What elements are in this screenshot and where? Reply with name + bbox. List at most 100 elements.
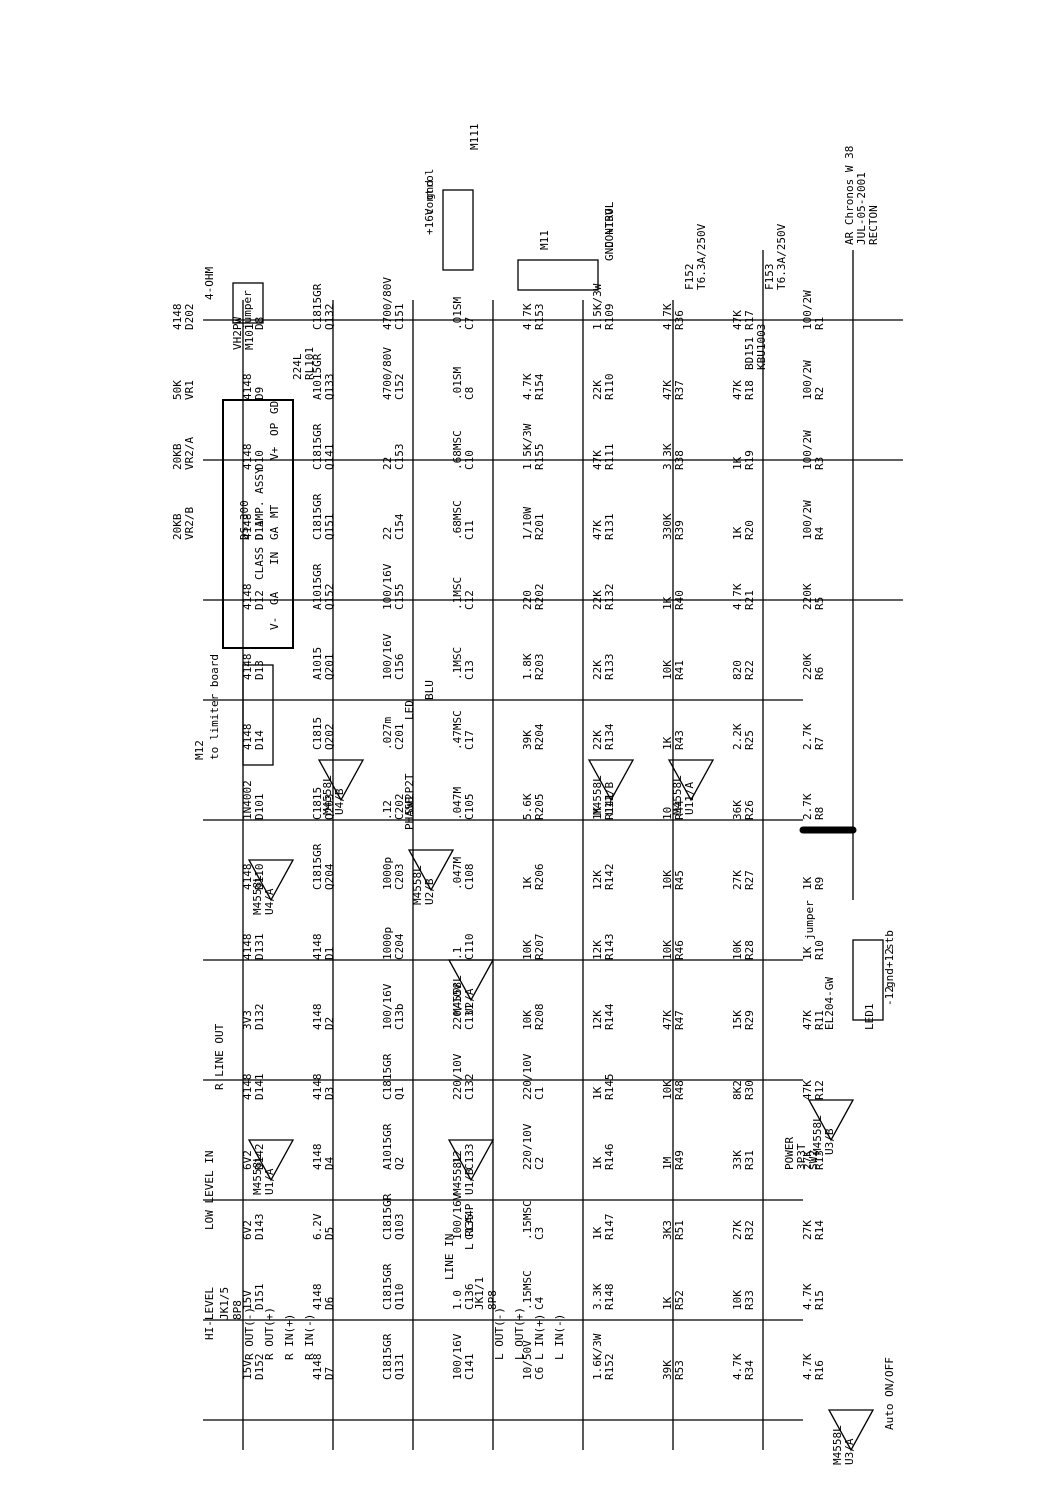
resistor-ref-label: R22: [743, 660, 756, 680]
capacitor-ref-label: C1: [533, 1087, 546, 1100]
power-swid-label: SW2: [807, 1150, 820, 1170]
transistor-ref-label: Q204: [323, 863, 336, 890]
diode-value-label: 4148: [241, 374, 254, 401]
capacitor-ref-label: C133: [463, 1144, 476, 1171]
amp-pin-gd: GD: [268, 401, 281, 414]
resistor-ref-label: R49: [673, 1150, 686, 1170]
jk-line-label: JK1/1: [473, 1277, 486, 1310]
wiring: [203, 250, 903, 1450]
auto-on-off-label: Auto ON/OFF: [883, 1357, 896, 1430]
resistor-ref-label: R10: [813, 940, 826, 960]
title-model: AR Chronos W 38: [843, 146, 856, 245]
resistor-ref-label: R14: [813, 1220, 826, 1240]
diode-ref-label: D151: [253, 1284, 266, 1311]
l-in-plus: L IN(+): [533, 1314, 546, 1360]
opamp-type-label: M4558L: [811, 1115, 824, 1155]
capacitor-ref-label: C4: [533, 1296, 546, 1310]
capacitor-value-label: 10/50V: [521, 1340, 534, 1380]
resistor-ref-label: R207: [533, 934, 546, 961]
resistor-ref-label: R34: [743, 1360, 756, 1380]
capacitor-value-label: 4700/80V: [381, 277, 394, 330]
diode-value-label: 15V: [241, 1290, 254, 1310]
component-labels: R1100/2WR2100/2WR3100/2WR4100/2WR5220KR6…: [171, 277, 826, 1380]
resistor-ref-label: R134: [603, 723, 616, 750]
transistor-value-label: A1015GR: [311, 563, 324, 610]
capacitor-ref-label: C136: [463, 1284, 476, 1311]
resistor-ref-label: R144: [603, 1003, 616, 1030]
resistor-ref-label: R27: [743, 870, 756, 890]
fuse1-label: F152: [683, 264, 696, 291]
opamp-type-label: M4558L: [251, 875, 264, 915]
resistor-value-label: 22K: [591, 380, 604, 400]
capacitor-value-label: 1000p: [381, 857, 394, 890]
resistor-ref-label: R33: [743, 1290, 756, 1310]
resistor-ref-label: R145: [603, 1074, 616, 1101]
resistor-ref-label: R2: [813, 387, 826, 400]
resistor-ref-label: R44: [673, 800, 686, 820]
diode-ref-label: D4: [323, 1156, 336, 1170]
m12-label: M12: [193, 740, 206, 760]
diode-value-label: 4148: [311, 1074, 324, 1101]
diode-value-label: 6V2: [241, 1150, 254, 1170]
resistor-ref-label: R36: [673, 310, 686, 330]
resistor-value-label: 1K: [591, 1086, 604, 1100]
capacitor-value-label: .15MSC: [521, 1200, 534, 1240]
resistor-value-label: 10K: [521, 940, 534, 960]
resistor-value-label: 10K: [731, 1290, 744, 1310]
diode-value-label: 4148: [241, 864, 254, 891]
opamp-ref-label: U1/A: [263, 1168, 276, 1195]
r-out-minus: R OUT(-): [243, 1307, 256, 1360]
capacitor-value-label: 100/16V: [381, 563, 394, 610]
m101-desc: VH2PW: [231, 317, 244, 350]
resistor-value-label: 100/2W: [801, 430, 814, 470]
resistor-value-label: 220: [521, 590, 534, 610]
transistor-ref-label: Q133: [323, 374, 336, 401]
m111-signal-control: control: [423, 169, 436, 215]
resistor-value-label: 47K: [591, 450, 604, 470]
capacitor-value-label: 1000p: [381, 927, 394, 960]
resistor-ref-label: R142: [603, 864, 616, 891]
resistor-ref-label: R25: [743, 730, 756, 750]
resistor-value-label: 1K: [661, 596, 674, 610]
resistor-value-label: 1K: [591, 1226, 604, 1240]
capacitor-value-label: .68MSC: [451, 430, 464, 470]
opamp-ref-label: U2/B: [423, 878, 436, 905]
resistor-value-label: 33K: [731, 1150, 744, 1170]
connector-m12: M12 to limiter board: [193, 654, 274, 766]
resistor-ref-label: R28: [743, 940, 756, 960]
capacitor-value-label: .01SM: [451, 297, 464, 330]
resistor-value-label: 1.5K/3W: [521, 423, 534, 470]
amp-pin-v-minus: V-: [268, 617, 281, 630]
diode-ref-label: D101: [253, 794, 266, 821]
resistor-ref-label: R146: [603, 1144, 616, 1171]
led-label: LED: [403, 700, 416, 720]
capacitor-ref-label: C2: [533, 1157, 546, 1170]
resistor-ref-label: R5: [813, 597, 826, 610]
resistor-ref-label: R40: [673, 590, 686, 610]
resistor-ref-label: R41: [673, 660, 686, 680]
resistor-value-label: 2.7K: [801, 723, 814, 750]
diode-ref-label: D9: [253, 387, 266, 400]
resistor-value-label: 27K: [801, 1220, 814, 1240]
resistor-ref-label: R13: [813, 1150, 826, 1170]
capacitor-ref-label: C12: [463, 590, 476, 610]
resistor-value-label: 47K: [661, 1010, 674, 1030]
transistor-value-label: A1015GR: [381, 1123, 394, 1170]
capacitor-ref-label: C154: [393, 513, 406, 540]
amp-module-name: DS-300: [238, 500, 251, 540]
led1-label: LED1: [863, 1004, 876, 1031]
pot-value-label: 20KB: [171, 443, 184, 470]
l-rca-label: L RCA4P: [463, 1203, 476, 1250]
resistor-value-label: 10K: [661, 1080, 674, 1100]
r-out-plus: R OUT(+): [263, 1307, 276, 1360]
resistor-ref-label: R133: [603, 654, 616, 681]
title-date: JUL-05-2001: [855, 172, 868, 245]
resistor-value-label: 1K: [801, 876, 814, 890]
jk-hi-label: JK1/5: [218, 1287, 231, 1320]
fuse2-val-label: T6.3A/250V: [775, 223, 788, 290]
transistor-ref-label: Q141: [323, 444, 336, 471]
opamp-ref-label: U2/A: [463, 988, 476, 1015]
resistor-value-label: 4.7K: [521, 373, 534, 400]
transistor-value-label: C1815GR: [311, 843, 324, 890]
led1-12p: +12: [883, 948, 896, 968]
